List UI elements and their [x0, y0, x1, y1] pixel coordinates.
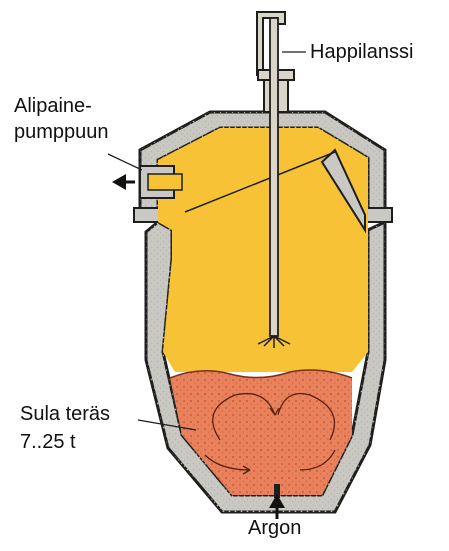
molten-steel-label-line1: Sula teräs	[20, 402, 110, 426]
vacuum-arrow	[112, 174, 135, 190]
argon-label: Argon	[248, 516, 301, 540]
vacuum-pump-label-line2: pumppuun	[14, 120, 109, 144]
oxygen-lance-label: Happilanssi	[310, 40, 413, 64]
molten-steel-label-line2: 7..25 t	[20, 430, 76, 454]
vacuum-pump-label-line1: Alipaine-	[14, 94, 92, 118]
